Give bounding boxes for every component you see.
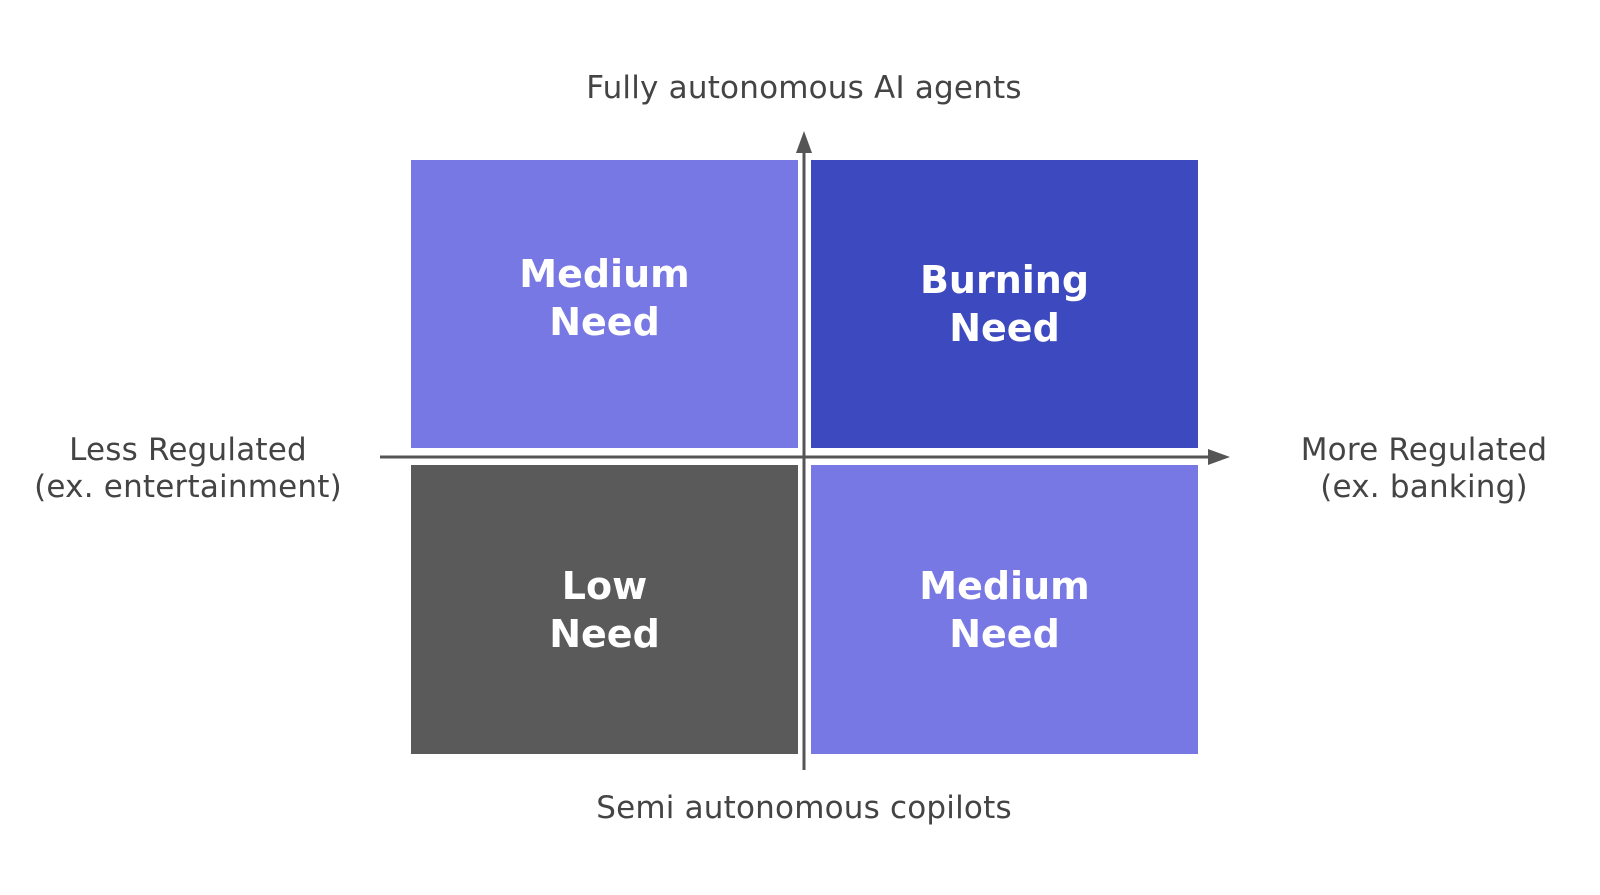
quadrant-bottom-left-line-2: Need bbox=[549, 611, 660, 656]
quadrant-top-left-line-2: Need bbox=[549, 300, 660, 344]
quadrant-bottom-left-line-1: Low bbox=[561, 563, 648, 608]
y-axis-bottom-label-text: Semi autonomous copilots bbox=[596, 790, 1012, 826]
x-axis-left-label-line-1: Less Regulated bbox=[69, 432, 307, 468]
quadrant-bottom-left: Low Need bbox=[411, 465, 798, 754]
y-axis-top-label-text: Fully autonomous AI agents bbox=[586, 70, 1022, 106]
y-axis-arrow-icon bbox=[796, 131, 812, 153]
quadrant-top-right-line-2: Need bbox=[949, 306, 1060, 350]
quadrant-top-right-line-1: Burning bbox=[919, 258, 1090, 302]
x-axis-arrow-icon bbox=[1208, 449, 1230, 465]
quadrant-top-right: Burning Need bbox=[811, 160, 1198, 448]
x-axis-right-label-line-2: (ex. banking) bbox=[1320, 469, 1528, 505]
quadrant-top-left-line-1: Medium bbox=[519, 252, 690, 296]
y-axis-bottom-label: Semi autonomous copilots bbox=[596, 790, 1012, 827]
x-axis-left-label-line-2: (ex. entertainment) bbox=[34, 469, 342, 505]
quadrant-bottom-right-line-1: Medium bbox=[919, 563, 1090, 608]
x-axis-left-label: Less Regulated (ex. entertainment) bbox=[34, 432, 342, 506]
quadrant-bottom-right: Medium Need bbox=[811, 465, 1198, 754]
quadrant-bottom-right-line-2: Need bbox=[949, 611, 1060, 656]
quadrant-top-left: Medium Need bbox=[411, 160, 798, 448]
x-axis-right-label: More Regulated (ex. banking) bbox=[1301, 432, 1548, 506]
x-axis-right-label-line-1: More Regulated bbox=[1300, 432, 1548, 468]
y-axis-top-label: Fully autonomous AI agents bbox=[586, 70, 1022, 107]
